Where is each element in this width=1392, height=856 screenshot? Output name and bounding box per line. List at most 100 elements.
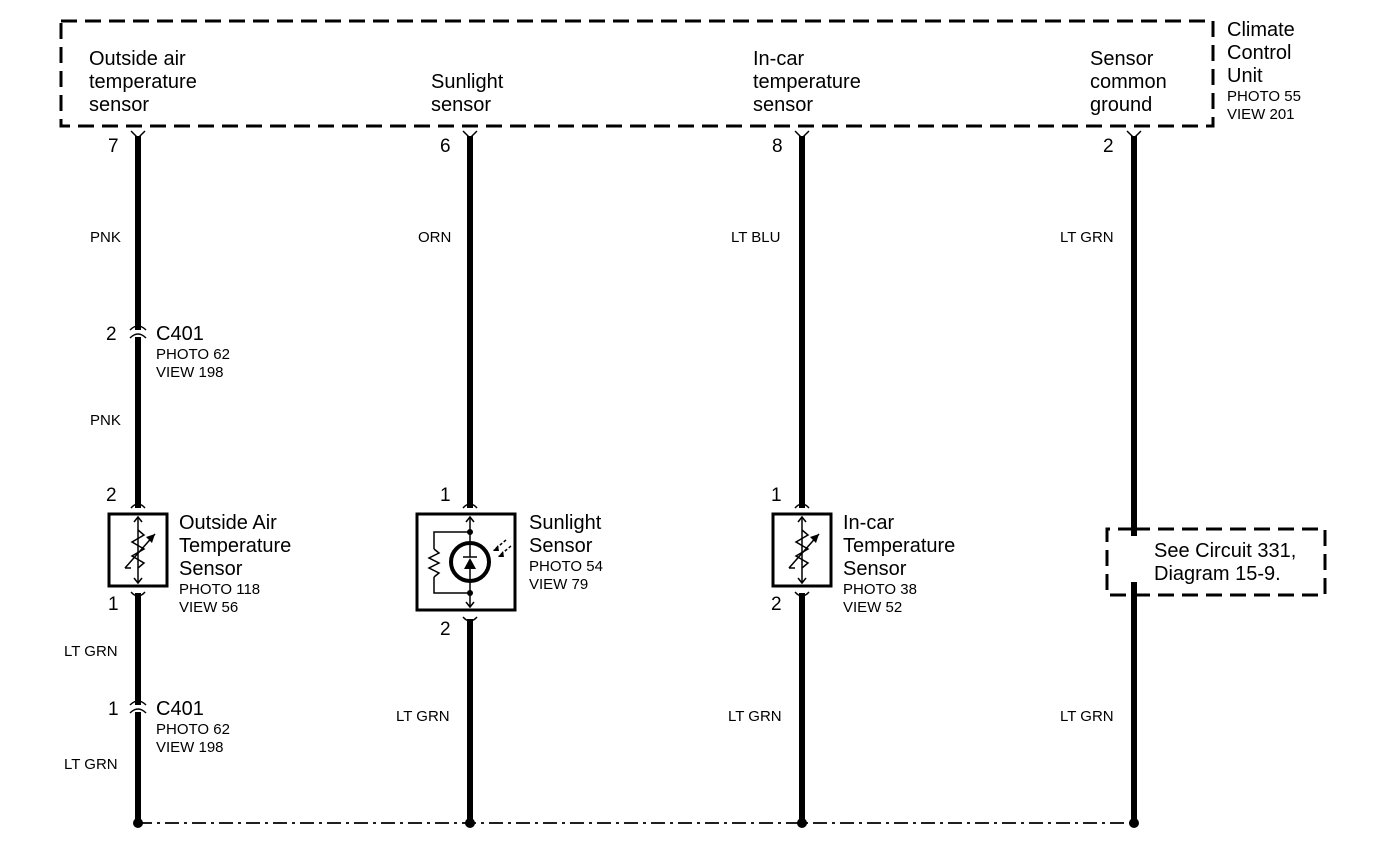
reference-box-mask <box>1128 536 1140 582</box>
component-pin-top: 1 <box>771 485 782 506</box>
component-pin-bottom: 1 <box>108 594 119 615</box>
unit-photo-ref: PHOTO 55 <box>1227 88 1301 105</box>
sensor-box <box>415 512 517 612</box>
photodiode-icon <box>427 515 512 609</box>
circuit-label-oat: Outside air <box>89 48 186 70</box>
component-pin-top: 2 <box>106 485 117 506</box>
sunlight-sensor: 1 2 Sunlight Sensor PHOTO 54 VIEW 79 <box>415 485 603 640</box>
wire-color-label: LT GRN <box>64 643 118 660</box>
circuit-label-oat: temperature <box>89 71 197 93</box>
ground-bus <box>133 818 1139 828</box>
connector-photo-ref: PHOTO 62 <box>156 346 230 363</box>
circuit-label-incar: In-car <box>753 48 804 70</box>
ground-node <box>133 818 143 828</box>
component-name: In-car <box>843 512 894 534</box>
reference-circuit-box: See Circuit 331, Diagram 15-9. <box>1105 527 1327 597</box>
connector-pin-number: 2 <box>106 324 117 345</box>
connector-view-ref: VIEW 198 <box>156 364 224 381</box>
wire-color-labels: PNK ORN LT BLU LT GRN PNK LT GRN LT GRN … <box>64 229 1114 773</box>
wire-color-label: LT GRN <box>396 708 450 725</box>
unit-pin-number: 7 <box>108 136 119 157</box>
sensor-box <box>107 512 169 588</box>
pin-mark <box>1126 130 1142 140</box>
connector-c401-lower: 1 C401 PHOTO 62 VIEW 198 <box>108 698 230 756</box>
connector-pin-number: 1 <box>108 699 119 720</box>
component-photo-ref: PHOTO 118 <box>179 581 260 598</box>
connector-name: C401 <box>156 323 204 345</box>
component-view-ref: VIEW 52 <box>843 599 902 616</box>
wire-color-label: PNK <box>90 229 121 246</box>
unit-boundary <box>59 19 1215 128</box>
pin-mark <box>462 616 478 622</box>
component-name: Outside Air <box>179 512 277 534</box>
connector-photo-ref: PHOTO 62 <box>156 721 230 738</box>
connector-view-ref: VIEW 198 <box>156 739 224 756</box>
connector-mark <box>129 325 147 331</box>
component-name: Sunlight <box>529 512 602 534</box>
component-name: Sensor <box>529 535 593 557</box>
wire-color-label: LT GRN <box>1060 229 1114 246</box>
thermistor-icon <box>124 515 156 585</box>
circuit-label-sunlight: Sunlight <box>431 71 504 93</box>
ground-node <box>465 818 475 828</box>
connector-name: C401 <box>156 698 204 720</box>
pin-mark <box>130 591 146 597</box>
connector-c401-upper: 2 C401 PHOTO 62 VIEW 198 <box>106 323 230 381</box>
pin-mark <box>462 130 478 140</box>
unit-pin-number: 6 <box>440 136 451 157</box>
connector-mark <box>129 333 147 339</box>
pin-mark <box>130 130 146 140</box>
connector-mark <box>129 708 147 714</box>
component-view-ref: VIEW 79 <box>529 576 588 593</box>
unit-name-line: Climate <box>1227 19 1295 41</box>
pin-mark <box>794 130 810 140</box>
component-name: Temperature <box>843 535 955 557</box>
wire-color-label: ORN <box>418 229 451 246</box>
outside-air-temperature-sensor: 2 1 Outside Air Temperature Sensor PHOTO… <box>106 485 291 616</box>
circuit-label-incar: temperature <box>753 71 861 93</box>
reference-box-border <box>1105 527 1327 597</box>
component-name: Sensor <box>843 558 907 580</box>
circuit-label-incar: sensor <box>753 94 813 116</box>
pin-mark <box>462 503 478 509</box>
component-pin-bottom: 2 <box>771 594 782 615</box>
ground-node <box>797 818 807 828</box>
component-pin-bottom: 2 <box>440 619 451 640</box>
circuit-label-oat: sensor <box>89 94 149 116</box>
reference-text: See Circuit 331, <box>1154 540 1296 562</box>
climate-control-unit: Climate Control Unit PHOTO 55 VIEW 201 <box>59 19 1301 128</box>
circuit-labels: Outside air temperature sensor Sunlight … <box>89 48 1167 116</box>
connector-mark <box>129 700 147 706</box>
component-pin-top: 1 <box>440 485 451 506</box>
in-car-temperature-sensor: 1 2 In-car Temperature Sensor PHOTO 38 V… <box>771 485 955 616</box>
wire-color-label: LT BLU <box>731 229 780 246</box>
wires <box>135 136 1137 823</box>
wire-color-label: LT GRN <box>1060 708 1114 725</box>
unit-name-line: Unit <box>1227 65 1263 87</box>
component-name: Sensor <box>179 558 243 580</box>
unit-pin-marks <box>130 130 1142 140</box>
component-view-ref: VIEW 56 <box>179 599 238 616</box>
wire-color-label: LT GRN <box>728 708 782 725</box>
pin-mark <box>794 503 810 509</box>
reference-text: Diagram 15-9. <box>1154 563 1281 585</box>
wire-color-label: LT GRN <box>64 756 118 773</box>
circuit-label-sunlight: sensor <box>431 94 491 116</box>
circuit-label-ground: common <box>1090 71 1167 93</box>
pin-mark <box>130 503 146 509</box>
sensor-box <box>771 512 833 588</box>
circuit-label-ground: Sensor <box>1090 48 1154 70</box>
unit-pin-number: 2 <box>1103 136 1114 157</box>
unit-view-ref: VIEW 201 <box>1227 106 1295 123</box>
unit-name-line: Control <box>1227 42 1291 64</box>
wire-color-label: PNK <box>90 412 121 429</box>
component-photo-ref: PHOTO 54 <box>529 558 603 575</box>
component-name: Temperature <box>179 535 291 557</box>
unit-pin-number: 8 <box>772 136 783 157</box>
ground-node <box>1129 818 1139 828</box>
circuit-label-ground: ground <box>1090 94 1152 116</box>
thermistor-icon <box>788 515 820 585</box>
pin-mark <box>794 591 810 597</box>
component-photo-ref: PHOTO 38 <box>843 581 917 598</box>
